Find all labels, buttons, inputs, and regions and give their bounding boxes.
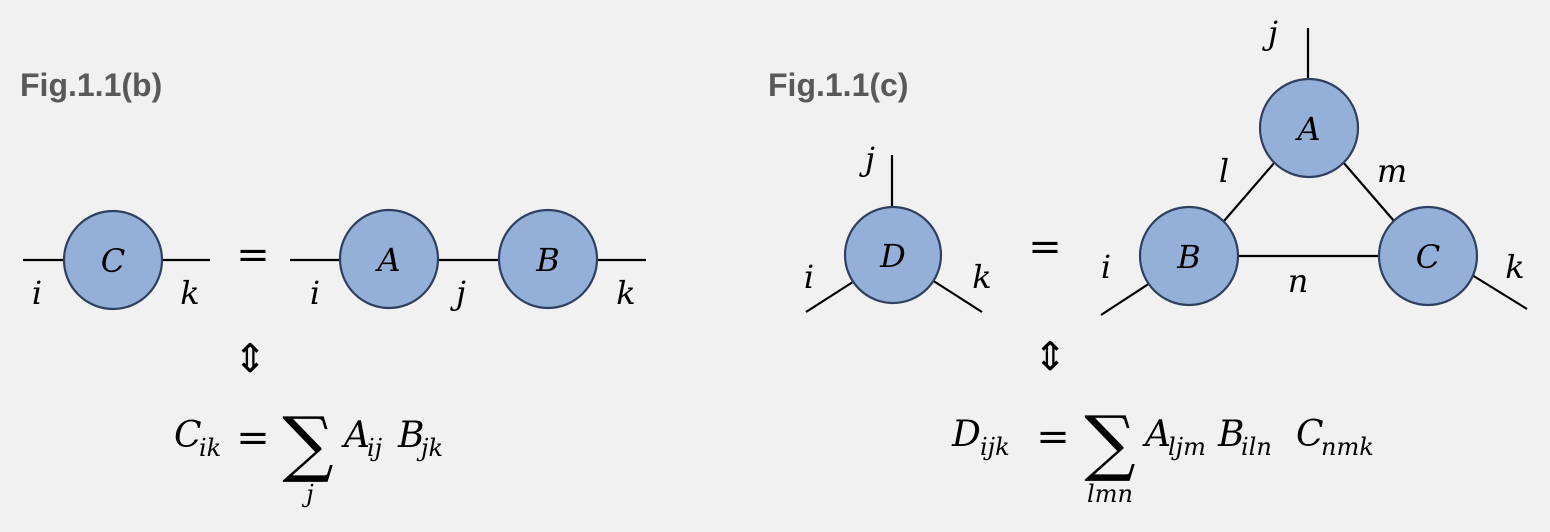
fig-c-formula-lhs: D (951, 414, 981, 455)
fig-b-formula-term-a-sub: ij (367, 434, 383, 462)
fig-c-formula-term-a-sub: ljm (1168, 433, 1206, 461)
fig-b: Fig.1.1(b) C i k = A B i j k ⇕ C ik = ∑ … (20, 67, 646, 508)
fig-c-formula-sum-index: lmn (1087, 480, 1133, 508)
fig-b-title: Fig.1.1(b) (20, 67, 162, 103)
fig-c-index-j: j (1262, 14, 1278, 52)
fig-c-formula-term-c: C (1296, 414, 1324, 455)
fig-c-formula-equals: = (1036, 414, 1070, 460)
fig-c-index-i: i (1101, 248, 1111, 286)
fig-b-formula: C ik = ∑ j A ij B jk (174, 401, 443, 508)
fig-c-formula: D ijk = ∑ lmn A ljm B iln C nmk (951, 400, 1374, 508)
fig-c-lhs-index-i: i (804, 258, 814, 296)
fig-c-formula-term-a: A (1142, 414, 1171, 455)
fig-c: Fig.1.1(c) D j i k = A B C j l m n i k ⇕… (768, 14, 1528, 508)
fig-b-node-b (497, 208, 599, 310)
fig-c-bond-m (1342, 161, 1395, 222)
fig-c-node-d (843, 205, 943, 305)
fig-b-equals: = (236, 232, 270, 278)
fig-c-index-n: n (1288, 262, 1309, 300)
fig-c-equivalence-arrow: ⇕ (1033, 334, 1067, 380)
fig-b-formula-term-a: A (341, 415, 370, 456)
fig-c-lhs-index-j: j (859, 140, 875, 178)
fig-b-formula-term-b-sub: jk (416, 434, 443, 462)
fig-c-node-c-label: C (1416, 238, 1440, 276)
fig-b-node-a-label: A (374, 241, 400, 279)
fig-c-equals: = (1028, 224, 1062, 270)
fig-c-node-c (1377, 205, 1479, 307)
fig-c-index-m: m (1377, 152, 1407, 190)
fig-b-equivalence-arrow: ⇕ (233, 336, 267, 382)
fig-c-formula-term-c-sub: nmk (1321, 433, 1374, 461)
fig-c-formula-sum: ∑ (1084, 400, 1135, 484)
fig-b-node-c (62, 209, 164, 311)
fig-b-index-i: i (310, 274, 320, 312)
fig-c-bond-l (1223, 161, 1276, 222)
fig-c-formula-term-b: B (1217, 414, 1244, 455)
fig-c-node-a-label: A (1294, 110, 1320, 148)
fig-b-formula-equals: = (236, 415, 270, 461)
fig-c-node-b-label: B (1176, 238, 1201, 276)
fig-c-formula-term-b-sub: iln (1241, 433, 1272, 461)
fig-c-leg-i (1100, 282, 1151, 316)
fig-c-node-d-label: D (879, 237, 906, 275)
fig-b-index-k: k (616, 274, 635, 312)
fig-b-formula-lhs-sub: ik (199, 434, 221, 462)
fig-c-node-b (1138, 205, 1240, 307)
fig-c-lhs-leg-i (805, 279, 857, 313)
fig-b-index-j: j (450, 274, 466, 312)
fig-c-title: Fig.1.1(c) (768, 67, 908, 103)
fig-c-node-a (1258, 77, 1360, 179)
fig-c-index-k: k (1505, 248, 1524, 286)
fig-c-lhs-index-k: k (972, 258, 991, 296)
fig-b-node-c-label: C (101, 242, 125, 280)
fig-c-formula-lhs-sub: ijk (980, 433, 1010, 461)
fig-c-leg-k (1471, 274, 1528, 310)
fig-b-formula-lhs: C (174, 415, 202, 456)
fig-c-index-l: l (1219, 152, 1229, 190)
fig-c-lhs-leg-k (931, 279, 983, 313)
fig-b-node-b-label: B (535, 241, 560, 279)
fig-b-lhs-index-k: k (180, 274, 199, 312)
fig-b-formula-term-b: B (397, 415, 424, 456)
fig-b-node-a (338, 208, 440, 310)
fig-b-formula-sum: ∑ (282, 401, 333, 485)
fig-b-lhs-index-i: i (32, 274, 42, 312)
